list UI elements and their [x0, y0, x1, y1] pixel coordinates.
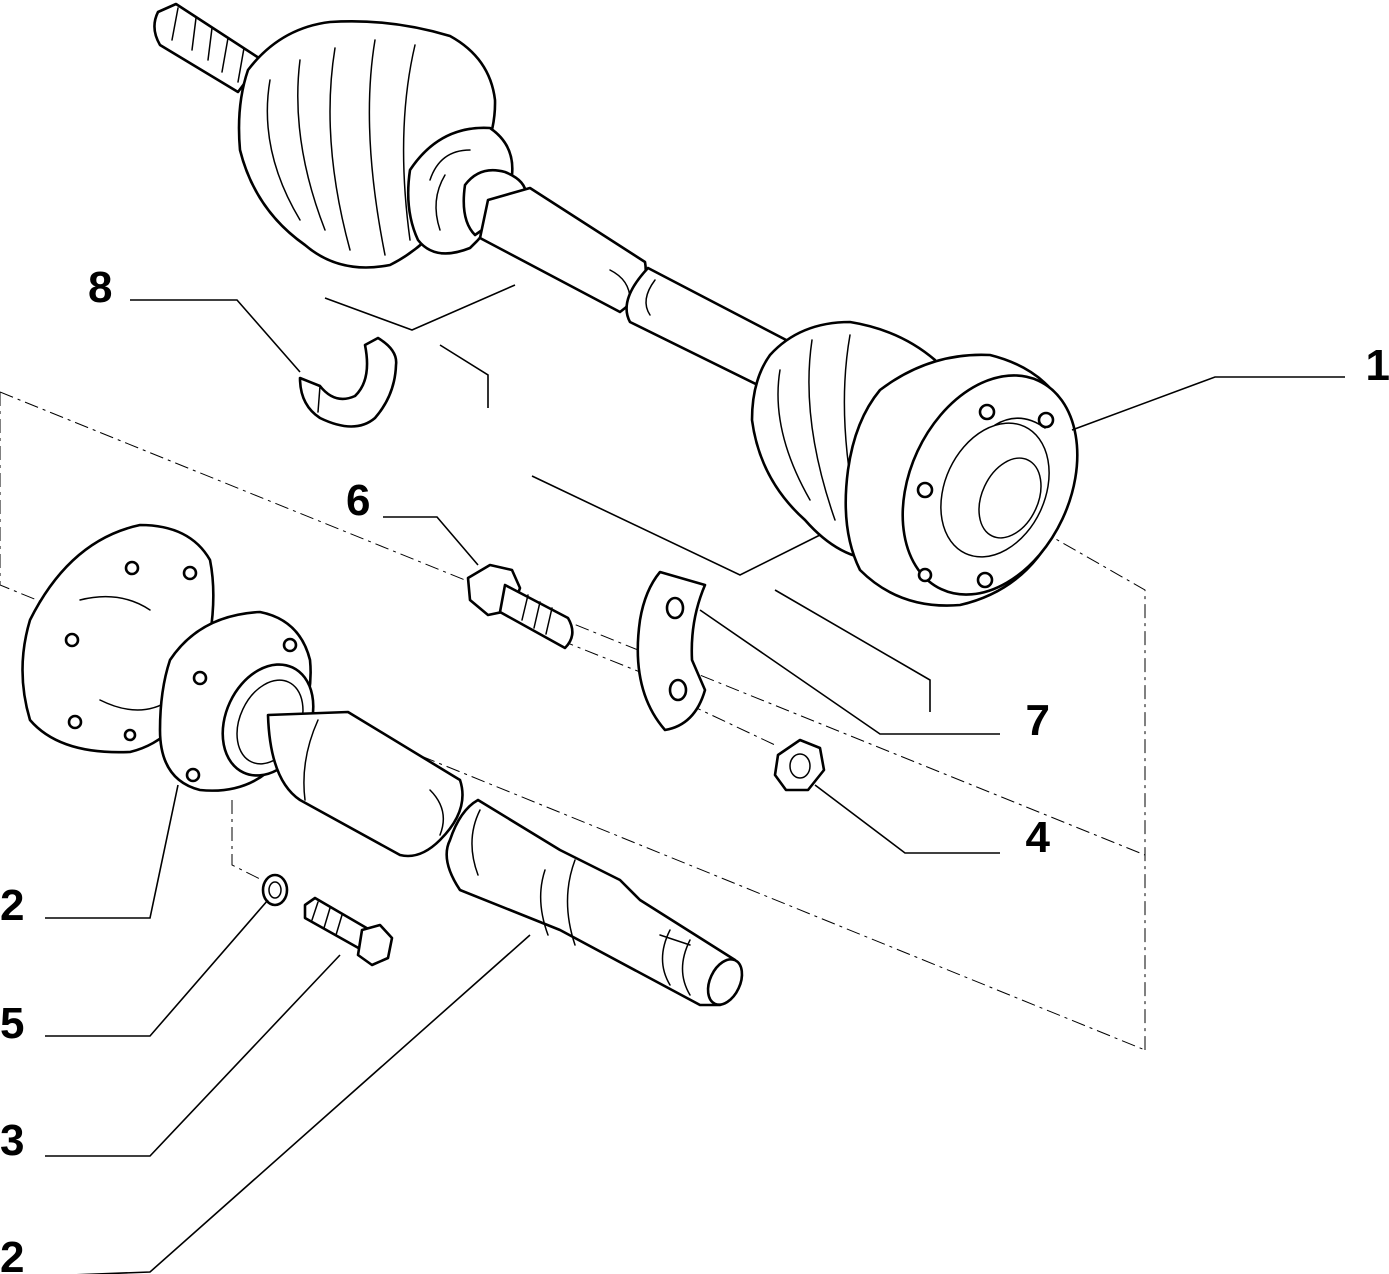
part-4-nut — [773, 738, 826, 792]
leader-lines — [45, 284, 1345, 1274]
intermediate-shaft-with-flange — [21, 523, 744, 1007]
callout-labels: 1 2 2 3 4 5 6 7 8 — [0, 263, 1389, 1274]
callout-3: 3 — [0, 1116, 24, 1165]
callout-6: 6 — [346, 476, 370, 525]
assembly-reference-lines — [0, 391, 1146, 1051]
part-3-screw — [303, 896, 394, 967]
part-6-bolt — [466, 563, 574, 650]
callout-5: 5 — [0, 999, 24, 1048]
callout-1: 1 — [1366, 341, 1389, 390]
part-7-lock-plate — [636, 570, 707, 732]
callout-2-lower: 2 — [0, 1233, 24, 1274]
part-8-half-clamp — [298, 336, 398, 428]
callout-4: 4 — [1026, 813, 1051, 862]
callout-7: 7 — [1026, 696, 1050, 745]
callout-2-upper: 2 — [0, 881, 24, 930]
callout-8: 8 — [88, 263, 112, 312]
drive-shaft-assembly — [153, 2, 1079, 607]
part-5-washer — [261, 873, 289, 907]
